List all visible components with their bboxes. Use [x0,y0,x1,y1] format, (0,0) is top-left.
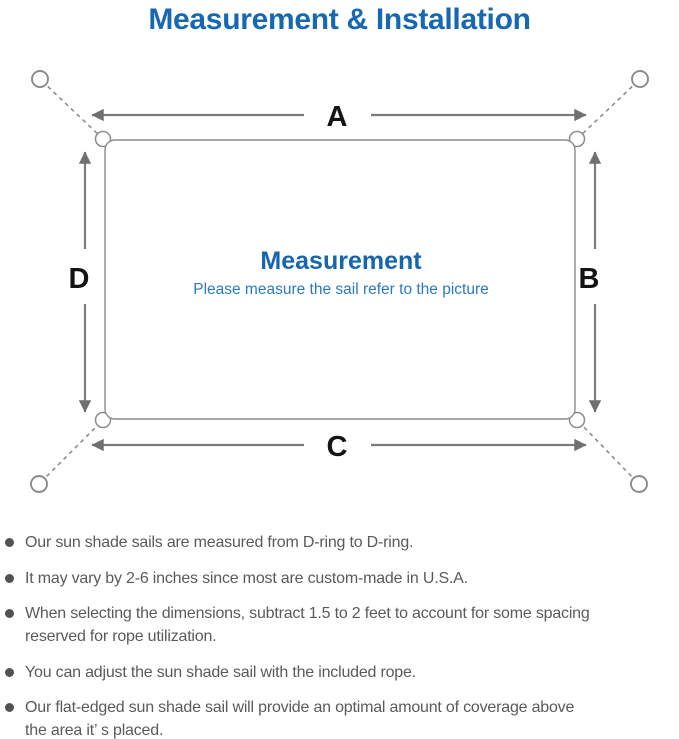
list-item: It may vary by 2-6 inches since most are… [5,567,675,590]
d-ring-top-left [94,130,112,148]
note-text: You can adjust the sun shade sail with t… [25,663,416,681]
d-ring-top-right [568,130,586,148]
rope-line-top-right [578,80,639,138]
dim-label-c: C [327,431,348,463]
rope-line-top-left [41,80,102,138]
anchor-ring-bottom-left [30,475,48,493]
note-text: the area it’ s placed. [25,722,164,739]
anchor-ring-top-right [631,70,649,88]
diagram-heading: Measurement [260,247,422,275]
list-item: You can adjust the sun shade sail with t… [5,661,675,684]
d-ring-bottom-left [94,411,112,429]
bullet-dot-icon [5,703,14,712]
rope-line-bottom-right [578,421,638,483]
list-item: Our sun shade sails are measured from D-… [5,531,675,554]
dim-label-d: D [69,263,90,295]
page-title: Measurement & Installation [148,3,531,36]
dim-label-a: A [327,101,348,133]
note-text: When selecting the dimensions, subtract … [25,605,590,622]
bullet-dot-icon [5,667,14,677]
d-ring-bottom-right [568,411,586,429]
bullet-dot-icon [5,573,14,583]
bullet-dot-icon [5,538,14,547]
note-text: It may vary by 2-6 inches since most are… [25,569,468,587]
note-text: reserved for rope utilization. [25,628,217,645]
anchor-ring-bottom-right [630,475,648,493]
list-item: When selecting the dimensions, subtract … [5,602,675,648]
bullet-dot-icon [5,609,14,618]
note-text: Our flat-edged sun shade sail will provi… [25,699,575,716]
rope-line-bottom-left [40,421,102,483]
note-text: Our sun shade sails are measured from D-… [25,534,414,551]
anchor-ring-top-left [31,70,49,88]
diagram-note: Please measure the sail refer to the pic… [193,281,489,298]
notes-list: Our sun shade sails are measured from D-… [5,531,675,739]
list-item: Our flat-edged sun shade sail will provi… [5,696,675,739]
sail-outline [104,139,576,420]
dim-label-b: B [579,263,600,295]
